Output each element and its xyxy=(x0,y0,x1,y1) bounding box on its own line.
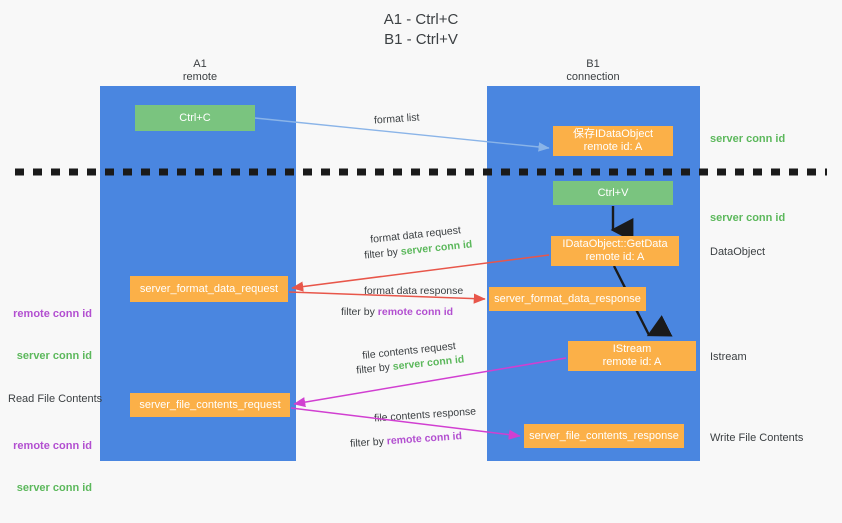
box-ctrl-v[interactable]: Ctrl+V xyxy=(553,181,673,205)
connector-layer xyxy=(254,117,673,440)
diagram-canvas: A1 - Ctrl+C B1 - Ctrl+V A1 remote B1 con… xyxy=(8,11,827,494)
arrow-format-data-request xyxy=(291,254,550,292)
arrow-format-data-response xyxy=(288,291,486,304)
annotation-left-conn-ids-mid: remote conn id server conn id xyxy=(12,279,92,391)
annotation-server-conn-id-top: server conn id xyxy=(710,133,786,145)
arrow-file-contents-response xyxy=(290,407,521,440)
annotation-remote-conn-id-bottom: remote conn id xyxy=(13,440,92,452)
box-ctrl-c[interactable]: Ctrl+C xyxy=(135,105,255,131)
annotation-remote-conn-id-mid: remote conn id xyxy=(13,308,92,320)
annotation-server-conn-id-second: server conn id xyxy=(710,212,786,224)
annotation-istream: Istream xyxy=(710,351,747,363)
box-save-idataobject[interactable]: 保存IDataObject remote id: A xyxy=(553,126,673,156)
filter-key-remote-conn-id: remote conn id xyxy=(377,306,454,318)
annotation-write-file-contents: Write File Contents xyxy=(710,432,804,444)
box-server-format-data-request[interactable]: server_format_data_request xyxy=(130,276,288,302)
flow-label-format-data-response: format data response xyxy=(364,285,464,297)
arrow-file-contents-request xyxy=(293,357,567,408)
column-caption-a1: A1 remote xyxy=(182,58,218,83)
annotation-server-conn-id-mid: server conn id xyxy=(16,350,92,362)
annotation-read-file-contents: Read File Contents xyxy=(8,393,103,405)
box-server-file-contents-request[interactable]: server_file_contents_request xyxy=(130,393,290,417)
box-server-file-contents-response[interactable]: server_file_contents_response xyxy=(524,424,684,448)
box-server-format-data-response[interactable]: server_format_data_response xyxy=(489,287,646,311)
page-title: A1 - Ctrl+C B1 - Ctrl+V xyxy=(383,11,459,48)
filter-prefix: filter by xyxy=(341,306,378,318)
arrow-format-list xyxy=(254,117,550,152)
annotation-dataobject: DataObject xyxy=(710,246,766,258)
box-istream[interactable]: IStream remote id: A xyxy=(568,341,696,371)
box-idataobject-getdata[interactable]: IDataObject::GetData remote id: A xyxy=(551,236,679,266)
flow-filter-format-data-response: filter by remote conn id xyxy=(341,305,453,319)
column-caption-b1: B1 connection xyxy=(566,58,620,83)
